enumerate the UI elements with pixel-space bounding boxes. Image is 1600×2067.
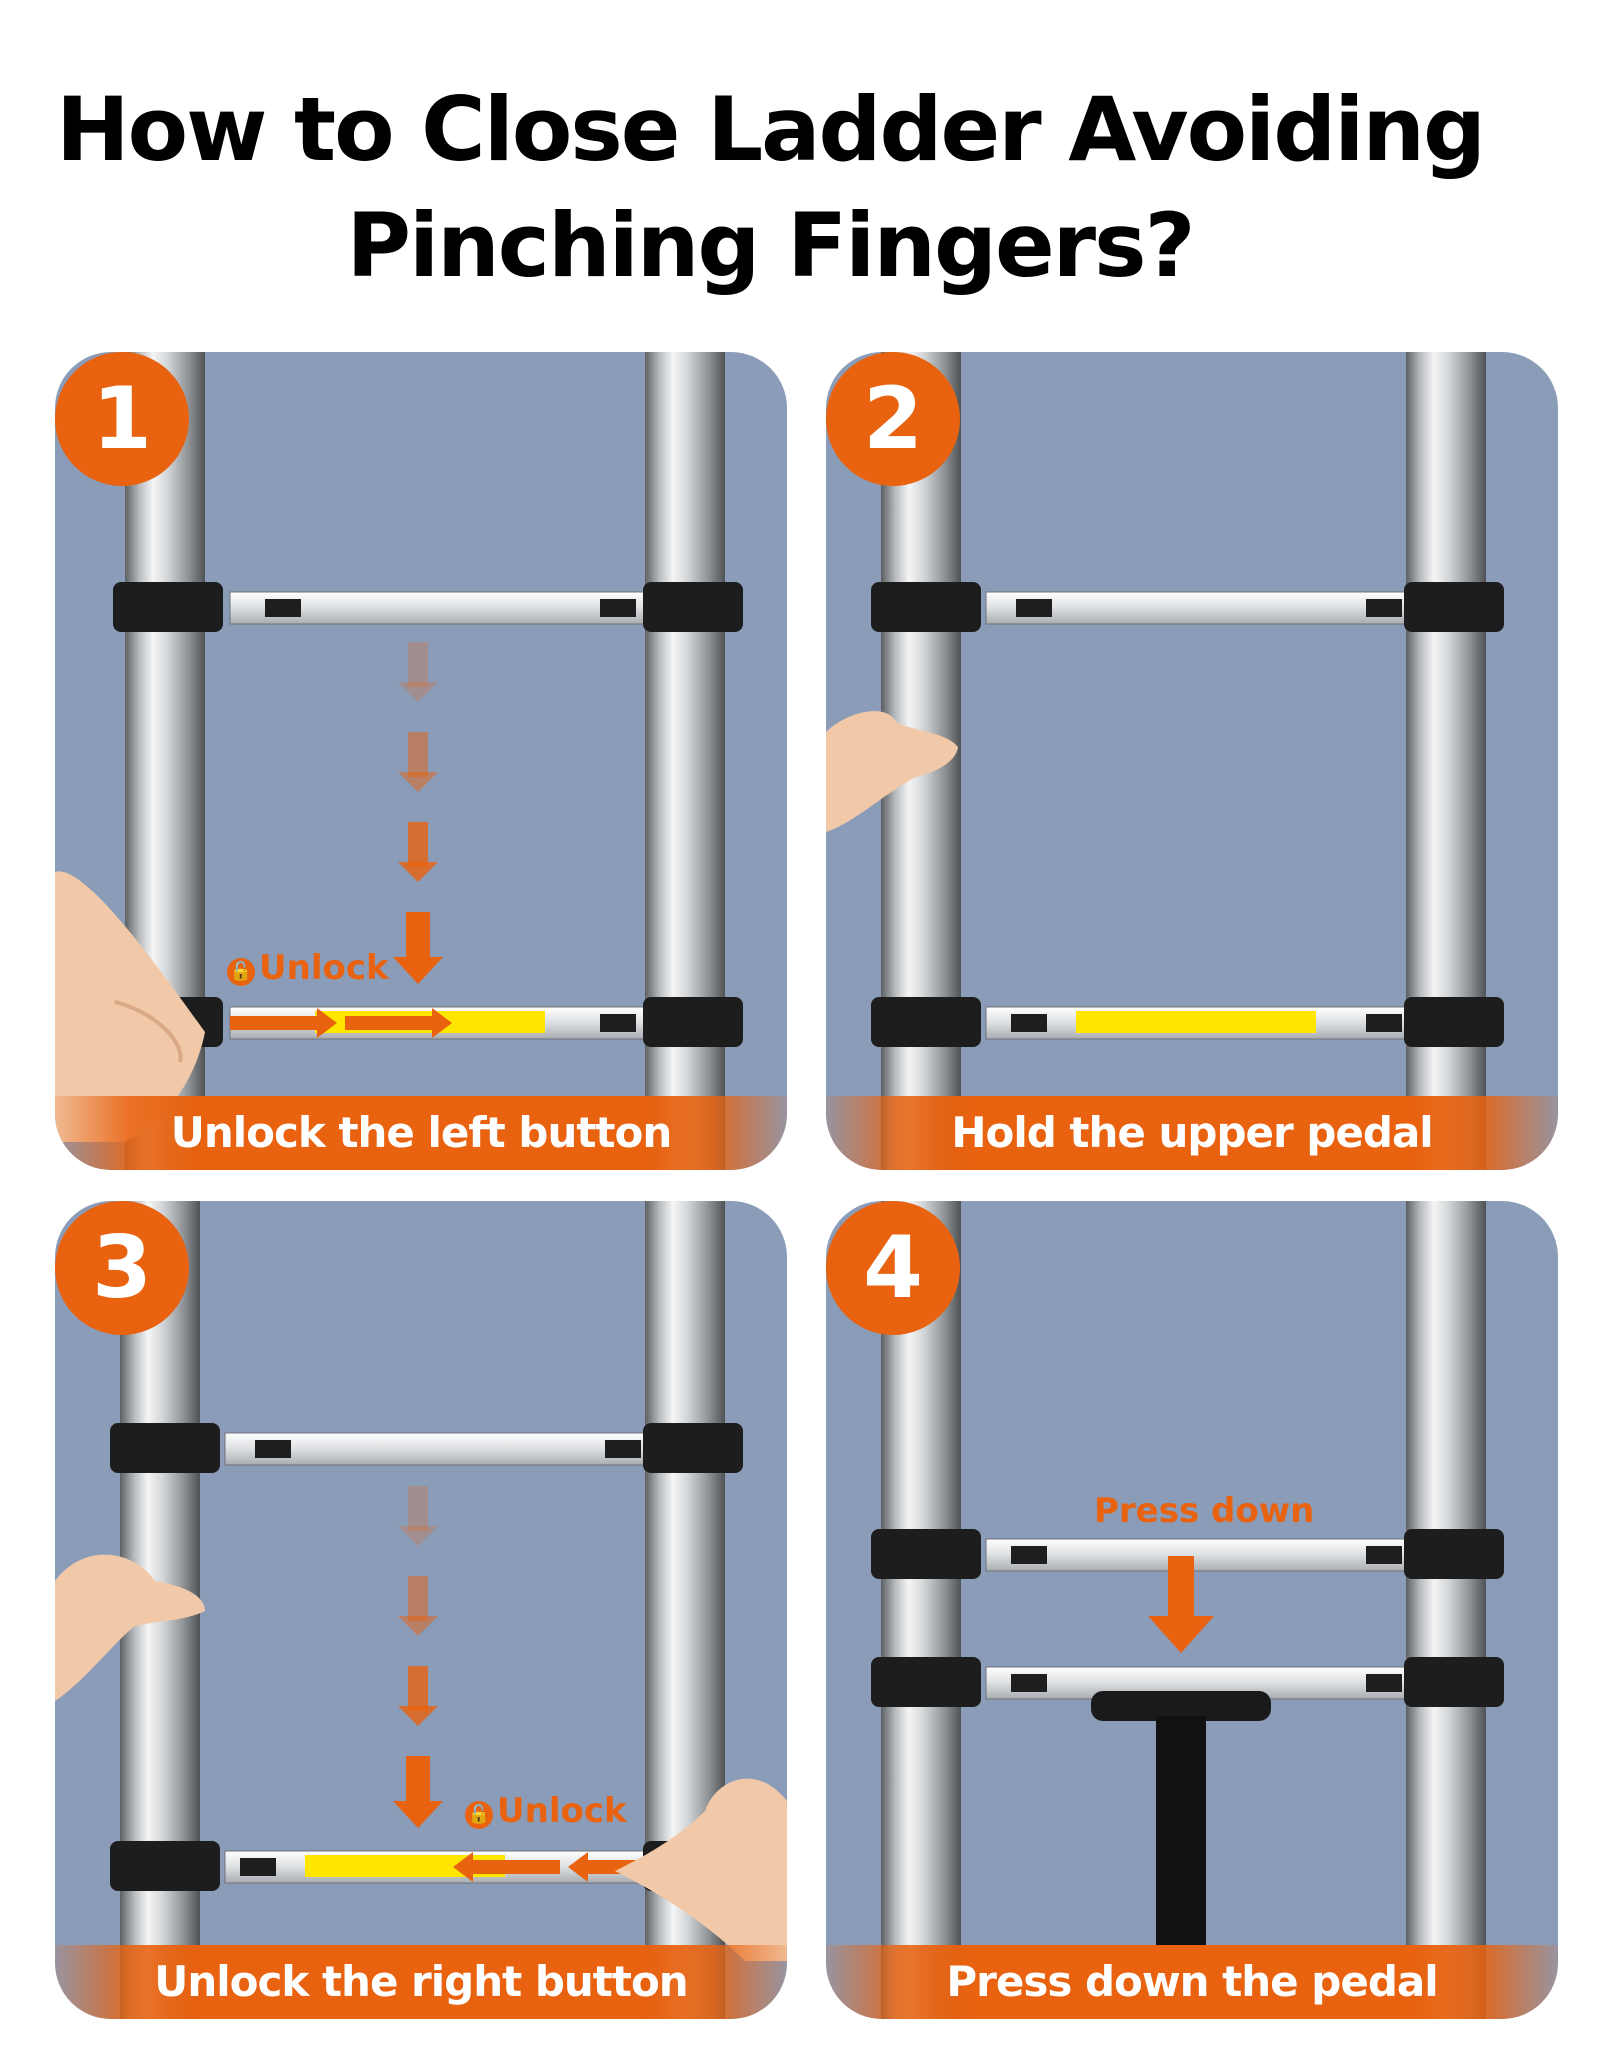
step-panel-3: 3 🔓Unlock Unlock the right button [55, 1201, 787, 2019]
step-caption: Press down the pedal [946, 1957, 1438, 2006]
step-caption: Unlock the right button [154, 1957, 688, 2006]
step-number-badge: 4 [826, 1201, 960, 1335]
hand-icon [55, 871, 205, 1142]
step-panel-1: 1 🔓Unlock Unlock the left button [55, 352, 787, 1170]
press-down-note: Press down [1094, 1491, 1315, 1531]
upper-rung [110, 1423, 743, 1473]
upper-rung [113, 582, 743, 632]
step-caption: Hold the upper pedal [951, 1108, 1433, 1157]
step-panel-2: 2 Hold the upper pedal [826, 352, 1558, 1170]
lock-icon: 🔓 [227, 958, 255, 986]
down-arrow-icon [393, 642, 443, 984]
step-number-badge: 1 [55, 352, 189, 486]
hand-icon [826, 711, 958, 832]
step-caption: Unlock the left button [170, 1108, 673, 1157]
ladder-illustration [871, 1201, 1504, 2019]
upper-rung [871, 1529, 1504, 1579]
unlock-note: 🔓Unlock [465, 1791, 627, 1831]
step-number-badge: 2 [826, 352, 960, 486]
lock-icon: 🔓 [465, 1801, 493, 1829]
lower-rung [871, 997, 1504, 1047]
caption-bar [55, 1096, 787, 1170]
ladder-illustration [55, 352, 743, 1170]
page-title: How to Close Ladder Avoiding Pinching Fi… [0, 72, 1540, 304]
caption-bar [826, 1096, 1558, 1170]
upper-rung [871, 582, 1504, 632]
down-arrow-icon [1148, 1556, 1214, 1653]
title-line-2: Pinching Fingers? [346, 194, 1196, 297]
down-arrow-icon [393, 1486, 443, 1828]
hand-icon [55, 1554, 787, 1961]
step-panel-4: 4 Press down Press down the pedal [826, 1201, 1558, 2019]
right-arrow-icon [230, 1008, 452, 1038]
unlock-note: 🔓Unlock [227, 948, 389, 988]
caption-bar [55, 1945, 787, 2019]
ladder-illustration [826, 352, 1504, 1170]
title-line-1: How to Close Ladder Avoiding [55, 78, 1486, 181]
caption-bar [826, 1945, 1558, 2019]
ladder-illustration [55, 1201, 787, 2019]
step-number-badge: 3 [55, 1201, 189, 1335]
